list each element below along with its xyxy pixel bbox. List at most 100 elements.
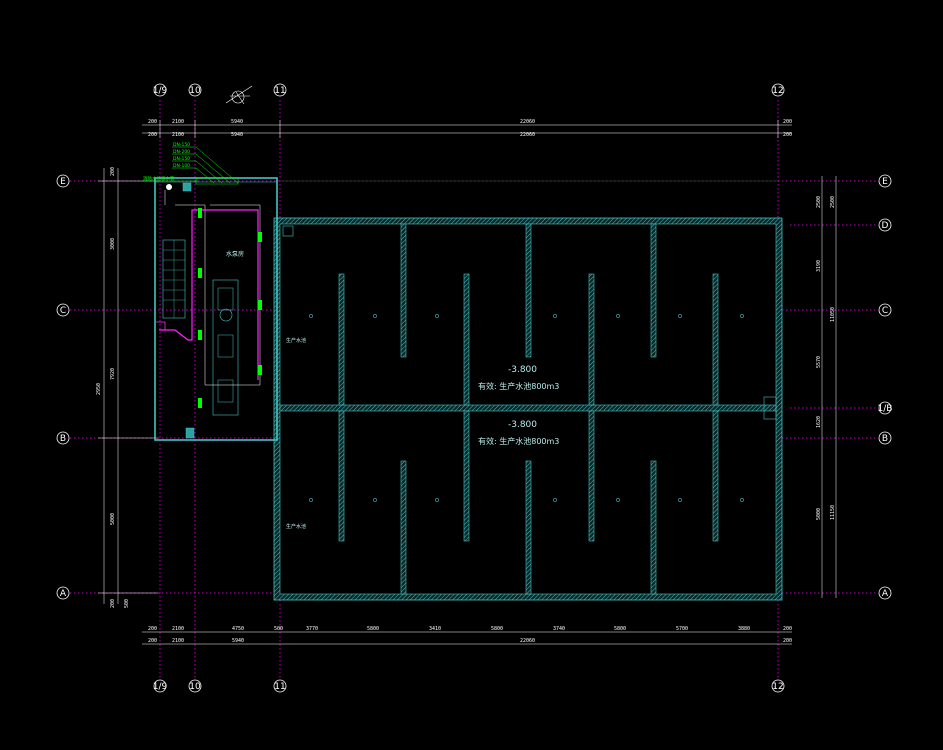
svg-text:200: 200 bbox=[110, 599, 116, 608]
svg-text:200: 200 bbox=[148, 638, 157, 644]
svg-text:11: 11 bbox=[274, 682, 285, 692]
svg-text:3880: 3880 bbox=[738, 626, 750, 632]
top-dimension-lines bbox=[142, 120, 792, 138]
svg-text:消防水池吸水管: 消防水池吸水管 bbox=[143, 175, 175, 182]
north-arrow-icon bbox=[225, 85, 253, 105]
svg-text:1620: 1620 bbox=[816, 416, 822, 428]
svg-text:200: 200 bbox=[783, 638, 792, 644]
svg-text:A: A bbox=[882, 589, 889, 599]
svg-text:2100: 2100 bbox=[172, 132, 184, 138]
axis-bubble-bottom-11: 11 bbox=[273, 679, 287, 693]
svg-text:2100: 2100 bbox=[172, 626, 184, 632]
svg-text:4750: 4750 bbox=[232, 626, 244, 632]
svg-text:7920: 7920 bbox=[110, 368, 116, 380]
svg-text:E: E bbox=[60, 177, 66, 187]
svg-text:5940: 5940 bbox=[231, 119, 243, 125]
svg-text:22060: 22060 bbox=[520, 638, 535, 644]
svg-text:生产水池: 生产水池 bbox=[286, 523, 306, 530]
svg-text:22060: 22060 bbox=[520, 132, 535, 138]
svg-text:C: C bbox=[60, 306, 66, 316]
svg-text:200: 200 bbox=[148, 119, 157, 125]
svg-text:5000: 5000 bbox=[110, 513, 116, 525]
axis-bubble-right-D: D bbox=[878, 218, 892, 232]
svg-text:12: 12 bbox=[772, 682, 783, 692]
svg-text:5800: 5800 bbox=[614, 626, 626, 632]
svg-text:2100: 2100 bbox=[172, 119, 184, 125]
svg-text:5800: 5800 bbox=[491, 626, 503, 632]
top-dimension-row2: 200 2100 5940 22060 200 bbox=[148, 132, 792, 138]
svg-text:3740: 3740 bbox=[553, 626, 565, 632]
svg-text:5000: 5000 bbox=[816, 508, 822, 520]
axis-bubble-left-A: A bbox=[56, 586, 70, 600]
axis-bubble-top-12: 12 bbox=[771, 83, 785, 97]
axis-bubble-bottom-1-9: 1/9 bbox=[153, 679, 168, 693]
pump-room: 水泵房 bbox=[154, 177, 278, 441]
svg-text:10: 10 bbox=[189, 86, 201, 96]
svg-text:-3.800: -3.800 bbox=[508, 365, 537, 375]
tank-baffles-upper bbox=[338, 223, 719, 406]
svg-text:D: D bbox=[882, 221, 889, 231]
svg-text:DN-150: DN-150 bbox=[173, 142, 190, 148]
svg-text:200: 200 bbox=[148, 132, 157, 138]
svg-text:11: 11 bbox=[274, 86, 285, 96]
axis-bubble-bottom-10: 10 bbox=[188, 679, 202, 693]
valve-icons bbox=[198, 208, 262, 408]
bottom-dimension-row1: 200 2100 4750 500 3770 5800 3410 5800 37… bbox=[148, 626, 792, 632]
svg-text:2950: 2950 bbox=[96, 383, 102, 395]
svg-text:3190: 3190 bbox=[816, 260, 822, 272]
svg-text:3410: 3410 bbox=[429, 626, 441, 632]
svg-text:5700: 5700 bbox=[676, 626, 688, 632]
axis-bubble-top-1-9: 1/9 bbox=[153, 83, 168, 97]
pump-base-outline bbox=[212, 279, 239, 416]
axis-bubble-right-B: B bbox=[878, 431, 892, 445]
pump-icon bbox=[219, 308, 233, 322]
axis-bubbles: 1/9 10 11 12 1/9 10 11 12 E C B A E D C … bbox=[56, 83, 892, 693]
svg-text:5800: 5800 bbox=[367, 626, 379, 632]
tank-baffles-lower bbox=[338, 410, 719, 595]
water-tank: -3.800 有效: 生产水池800m3 -3.800 有效: 生产水池800m… bbox=[273, 217, 783, 601]
svg-text:A: A bbox=[60, 589, 67, 599]
svg-text:11150: 11150 bbox=[830, 505, 836, 520]
axis-bubble-left-E: E bbox=[56, 174, 70, 188]
axis-bubble-right-1-B: 1/B bbox=[878, 401, 892, 415]
svg-text:5570: 5570 bbox=[816, 356, 822, 368]
svg-text:200: 200 bbox=[783, 132, 792, 138]
svg-text:B: B bbox=[882, 434, 888, 444]
svg-text:生产水池: 生产水池 bbox=[286, 337, 306, 344]
axis-bubble-left-B: B bbox=[56, 431, 70, 445]
svg-text:200: 200 bbox=[110, 167, 116, 176]
bottom-dimension-row2: 200 2100 5940 22060 200 bbox=[148, 638, 792, 644]
axis-bubble-top-10: 10 bbox=[188, 83, 202, 97]
axis-bubble-left-C: C bbox=[56, 303, 70, 317]
top-dimension-row1: 200 2100 5940 22060 200 bbox=[148, 119, 792, 125]
axis-bubble-right-E: E bbox=[878, 174, 892, 188]
svg-text:E: E bbox=[882, 177, 888, 187]
left-dimension-values: 200 3000 7920 2950 5000 200 500 bbox=[96, 167, 130, 608]
axis-bubble-bottom-12: 12 bbox=[771, 679, 785, 693]
svg-text:有效: 生产水池800m3: 有效: 生产水池800m3 bbox=[478, 381, 559, 391]
svg-text:200: 200 bbox=[783, 119, 792, 125]
axis-bubble-top-11: 11 bbox=[273, 83, 287, 97]
svg-text:1/9: 1/9 bbox=[153, 682, 168, 692]
svg-text:5940: 5940 bbox=[231, 132, 243, 138]
svg-text:11050: 11050 bbox=[830, 307, 836, 322]
svg-text:2100: 2100 bbox=[172, 638, 184, 644]
svg-text:DN-200: DN-200 bbox=[173, 149, 190, 155]
tank-corner-block bbox=[282, 225, 294, 237]
right-dimension-lines bbox=[821, 176, 837, 598]
svg-text:3770: 3770 bbox=[306, 626, 318, 632]
svg-text:DN-100: DN-100 bbox=[173, 163, 190, 169]
bottom-dimension-lines bbox=[142, 631, 792, 645]
svg-text:2500: 2500 bbox=[830, 196, 836, 208]
magenta-pipe bbox=[159, 209, 259, 380]
svg-text:1/9: 1/9 bbox=[153, 86, 168, 96]
svg-text:500: 500 bbox=[274, 626, 283, 632]
svg-text:-3.800: -3.800 bbox=[508, 420, 537, 430]
svg-text:22060: 22060 bbox=[520, 119, 535, 125]
tank-middle-wall bbox=[279, 404, 777, 412]
tank-vent-markers bbox=[309, 314, 744, 502]
svg-text:3000: 3000 bbox=[110, 238, 116, 250]
axis-bubble-right-C: C bbox=[878, 303, 892, 317]
axis-bubble-right-A: A bbox=[878, 586, 892, 600]
